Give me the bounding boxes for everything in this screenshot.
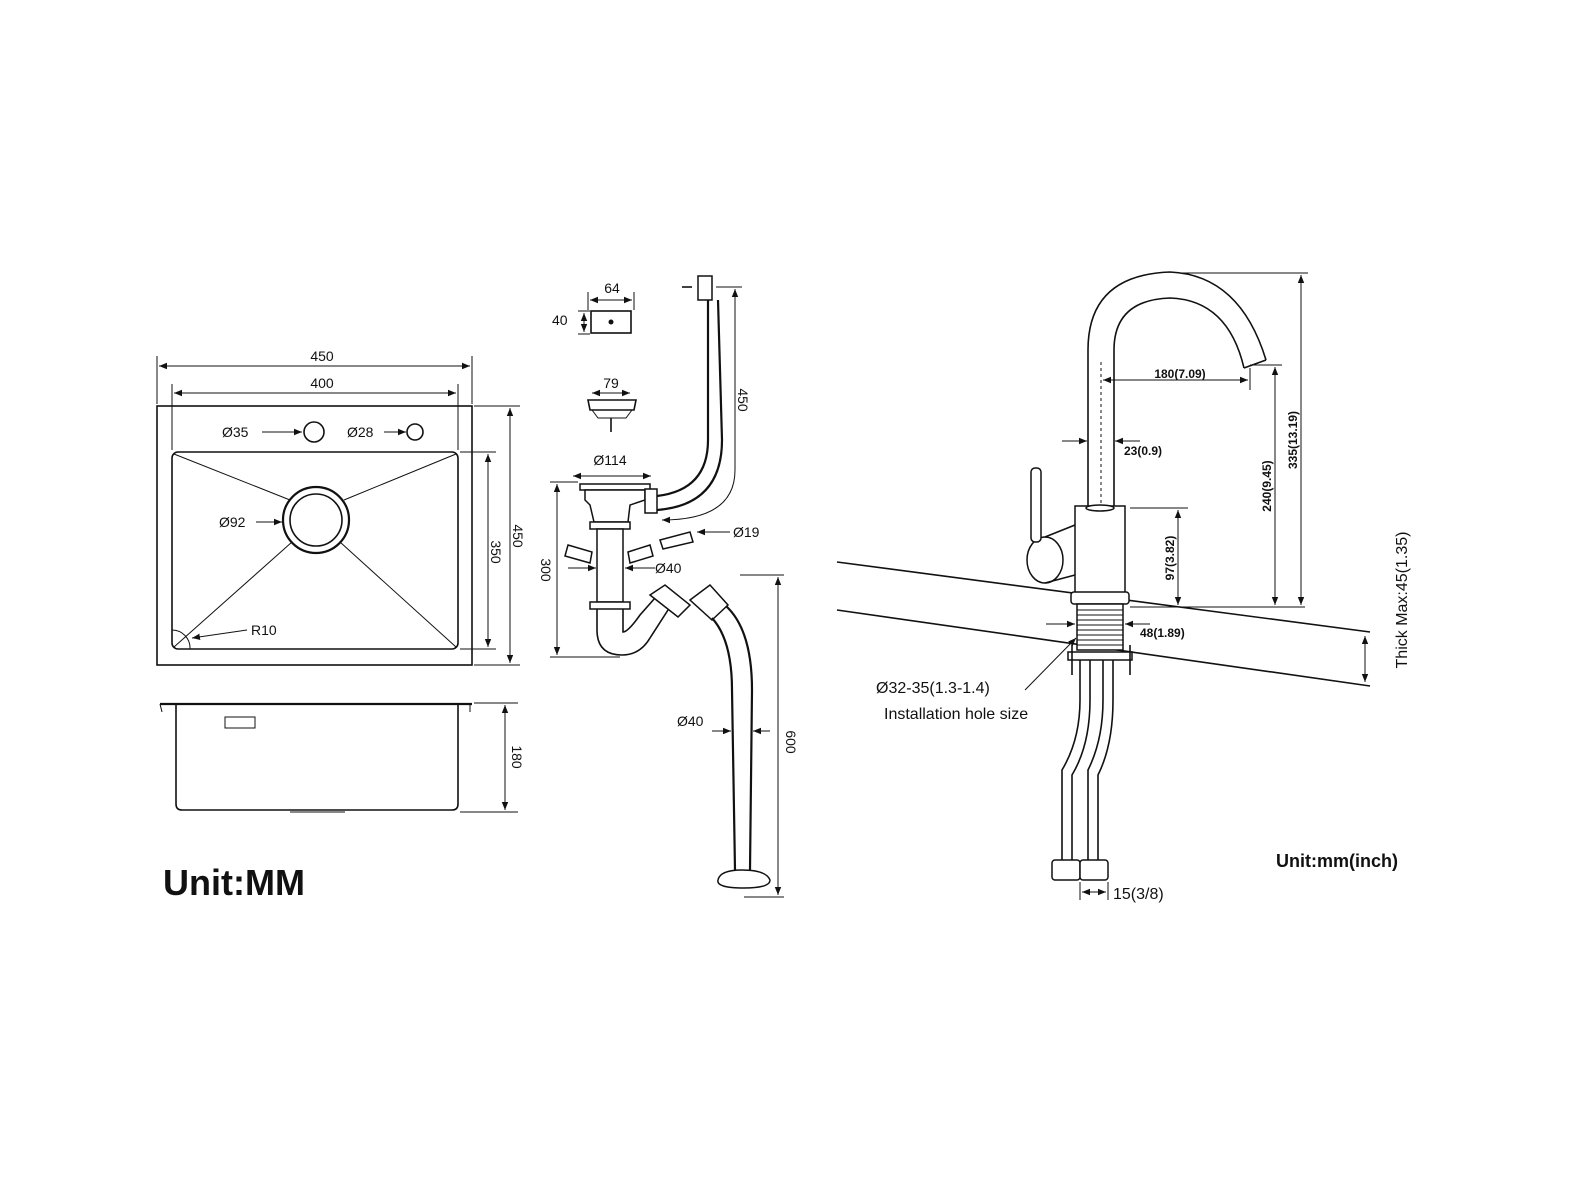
thickness-label: Thick Max:45(1.35) [1394, 532, 1411, 669]
threaded-shank [1076, 603, 1124, 651]
basket-diameter-label: 79 [603, 375, 619, 391]
supply-hose [1061, 660, 1081, 860]
bowl-depth-label: 180 [509, 745, 525, 769]
faucet-body [1074, 505, 1126, 597]
drain-hose [711, 617, 737, 871]
corner-radius-label: R10 [251, 622, 277, 638]
faucet-spout [1087, 271, 1267, 510]
overflow-connector [659, 531, 694, 550]
drain-kit: 64 40 79 Ø114 450 Ø19 [538, 275, 799, 898]
width-outer-label: 450 [310, 348, 334, 364]
tap-hole [303, 421, 325, 443]
depth-outer-label: 450 [510, 524, 526, 548]
strainer-diameter-label: Ø114 [593, 452, 626, 468]
body-height-label: 97(3.82) [1163, 536, 1177, 581]
assembly-height-label: 300 [538, 558, 554, 582]
shank-diameter-label: 48(1.89) [1140, 626, 1185, 640]
soap-hole-label: Ø28 [347, 424, 374, 440]
faucet-handle [1026, 536, 1064, 584]
hose-connector-label: 15(3/8) [1113, 886, 1164, 903]
overflow-hose-length-label: 450 [735, 388, 751, 412]
soap-hole [406, 423, 424, 441]
unit-label-mm-inch: Unit:mm(inch) [1276, 851, 1398, 871]
reach-label: 180(7.09) [1154, 367, 1205, 381]
sink-top-view: 450 400 350 450 Ø35 Ø28 Ø92 R10 [156, 348, 526, 666]
tap-hole-label: Ø35 [222, 424, 249, 440]
width-inner-label: 400 [310, 375, 334, 391]
overflow-connector-label: Ø19 [733, 524, 760, 540]
hose-length-label: 600 [783, 730, 799, 754]
unit-label-mm: Unit:MM [163, 862, 305, 903]
hole-label: Installation hole size [884, 706, 1028, 723]
pipe-diameter-label: Ø40 [655, 560, 682, 576]
overflow-hose [656, 300, 710, 498]
depth-inner-label: 350 [488, 540, 504, 564]
overflow-width-label: 64 [604, 280, 620, 296]
basket-strainer [587, 399, 637, 411]
drain-hole [281, 485, 351, 555]
sink-side-view: 180 [159, 702, 525, 813]
total-height-label: 335(13.19) [1286, 411, 1300, 469]
drain-label: Ø92 [219, 514, 246, 530]
hose-diameter-label: Ø40 [677, 713, 704, 729]
spout-height-label: 240(9.45) [1260, 460, 1274, 511]
faucet-drawing: Thick Max:45(1.35) 180(7.09) 23(0 [836, 271, 1411, 903]
overflow-cover [590, 310, 632, 334]
hole-diameter-label: Ø32-35(1.3-1.4) [876, 680, 990, 697]
spout-diameter-label: 23(0.9) [1124, 444, 1162, 458]
overflow-height-label: 40 [552, 312, 568, 328]
